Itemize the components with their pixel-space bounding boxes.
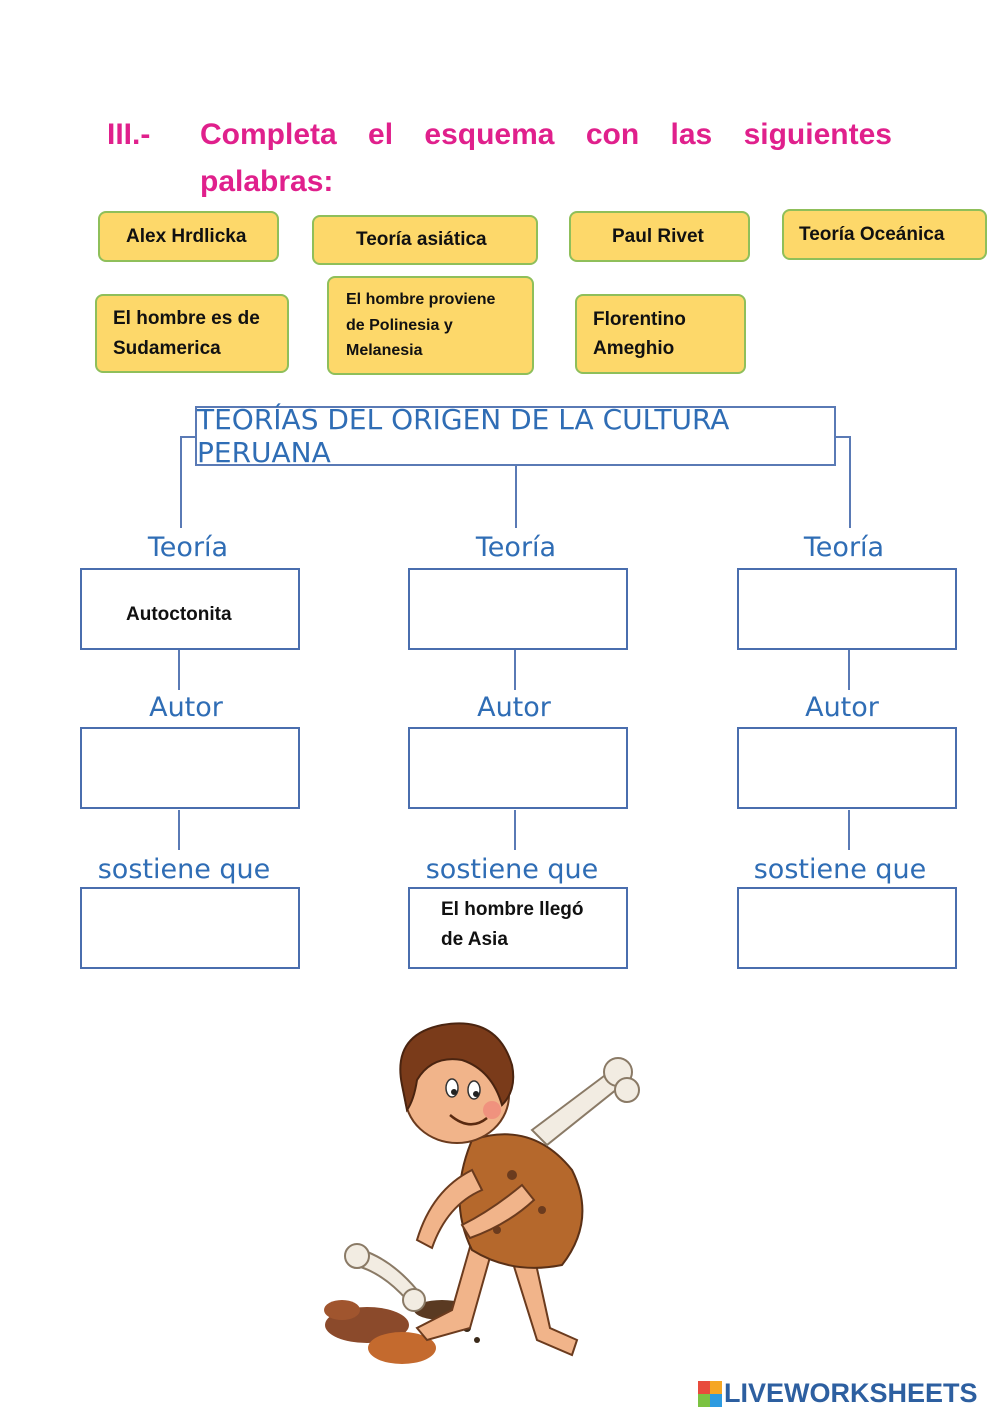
- label-teoria-3: Teoría: [803, 532, 885, 563]
- sostiene-answer-2: El hombre llegó de Asia: [408, 887, 628, 969]
- teoria-answer-text: Autoctonita: [126, 604, 232, 625]
- brand-name: LIVEWORKSHEETS: [724, 1378, 978, 1408]
- autor-answer-3[interactable]: [737, 727, 957, 809]
- sostiene-answer-3[interactable]: [737, 887, 957, 969]
- word-chip-hombre-sudamerica[interactable]: El hombre es de Sudamerica: [95, 294, 289, 373]
- word-chip-alex-hrdlicka[interactable]: Alex Hrdlicka: [98, 211, 279, 262]
- label-autor-1: Autor: [149, 692, 223, 723]
- label-teoria-2: Teoría: [475, 532, 557, 563]
- label-autor-3: Autor: [805, 692, 879, 723]
- label-sostiene-1: sostiene que: [97, 854, 271, 885]
- word-chip-teoria-asiatica[interactable]: Teoría asiática: [312, 215, 538, 265]
- chip-text: Alex Hrdlicka: [126, 225, 247, 247]
- instruction-word: esquema: [424, 118, 555, 151]
- teoria-answer-3[interactable]: [737, 568, 957, 650]
- chip-text: Melanesia: [346, 342, 423, 360]
- chip-text: Paul Rivet: [612, 225, 704, 247]
- liveworksheets-logo-icon: [698, 1380, 722, 1407]
- instruction-word: con: [585, 118, 640, 151]
- chip-text: Ameghio: [593, 338, 675, 359]
- diagram-title-box: TEORÍAS DEL ORIGEN DE LA CULTURA PERUANA: [195, 403, 836, 469]
- label-sostiene-3: sostiene que: [753, 854, 927, 885]
- sostiene-answer-line: de Asia: [441, 929, 508, 950]
- label-autor-2: Autor: [477, 692, 551, 723]
- word-chip-paul-rivet[interactable]: Paul Rivet: [569, 211, 750, 262]
- instruction-line-1: Completa el esquema con las siguientes: [200, 118, 892, 152]
- label-sostiene-2: sostiene que: [425, 854, 599, 885]
- autor-answer-2[interactable]: [408, 727, 628, 809]
- exercise-number: III.-: [107, 118, 151, 151]
- instruction-word: las: [670, 118, 713, 151]
- chip-text: de Polinesia y: [346, 316, 453, 334]
- word-chip-florentino-ameghio[interactable]: Florentino Ameghio: [575, 294, 746, 374]
- word-chip-teoria-oceanica[interactable]: Teoría Oceánica: [782, 209, 987, 260]
- chip-text: Sudamerica: [113, 337, 221, 359]
- chip-text: Teoría Oceánica: [799, 223, 945, 245]
- instruction-line-2: palabras:: [200, 165, 334, 198]
- liveworksheets-brand: LIVEWORKSHEETS: [698, 1378, 978, 1409]
- instruction-word: Completa: [200, 118, 337, 151]
- chip-text: El hombre es de: [113, 308, 260, 330]
- autor-answer-1[interactable]: [80, 727, 300, 809]
- sostiene-answer-line: El hombre llegó: [441, 899, 584, 920]
- teoria-answer-1: Autoctonita: [80, 568, 300, 650]
- label-teoria-1: Teoría: [147, 532, 229, 563]
- sostiene-answer-1[interactable]: [80, 887, 300, 969]
- caveman-illustration: [324, 1022, 640, 1364]
- instruction-word: siguientes: [743, 118, 892, 151]
- chip-text: Teoría asiática: [356, 229, 487, 251]
- word-chip-hombre-polinesia[interactable]: El hombre proviene de Polinesia y Melane…: [327, 276, 534, 375]
- chip-text: El hombre proviene: [346, 291, 496, 309]
- chip-text: Florentino: [593, 308, 686, 330]
- instruction-word: el: [368, 118, 394, 151]
- diagram-title: TEORÍAS DEL ORIGEN DE LA CULTURA PERUANA: [197, 403, 730, 469]
- teoria-answer-2[interactable]: [408, 568, 628, 650]
